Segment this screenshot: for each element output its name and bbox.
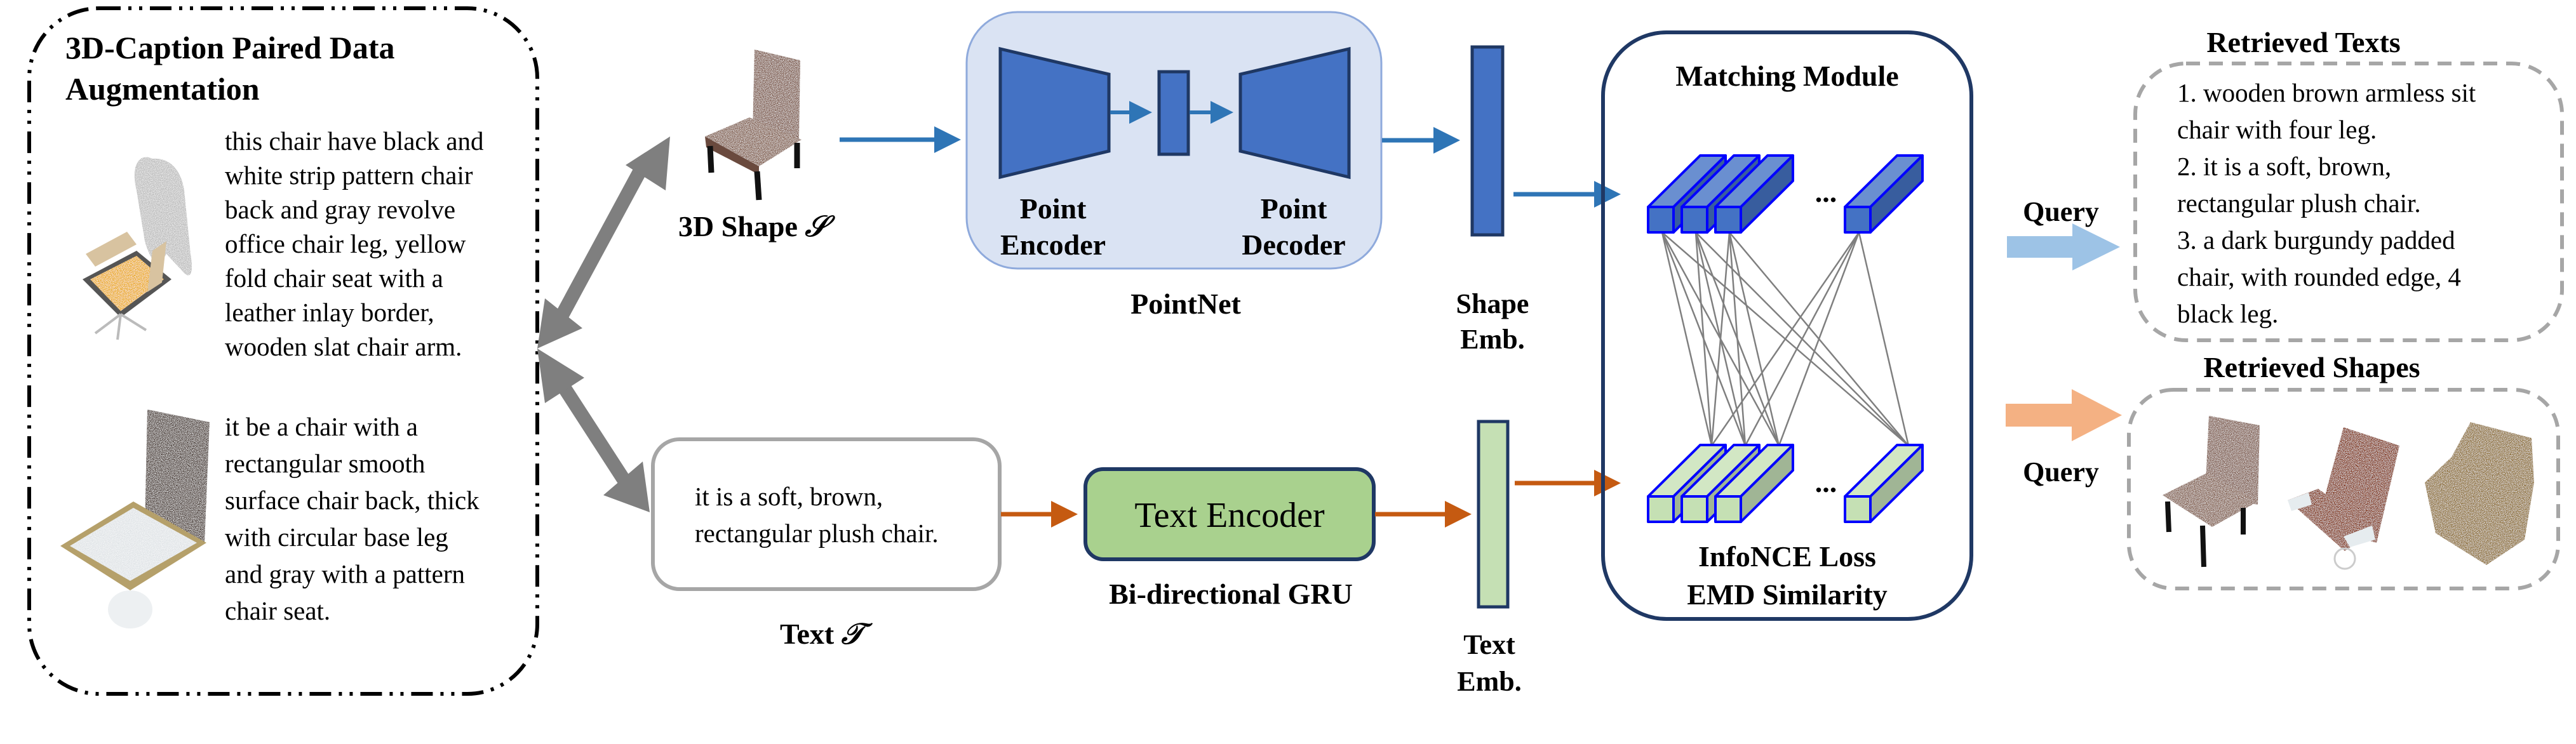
pointnet-caption: PointNet bbox=[1130, 288, 1241, 320]
caption-2-line-5: and gray with a pattern bbox=[225, 559, 465, 588]
shape-query-label: Query bbox=[2023, 456, 2099, 488]
matching-module-title: Matching Module bbox=[1675, 60, 1898, 92]
shape-emb-label-2: Emb. bbox=[1460, 324, 1524, 355]
retrieved-shapes-title: Retrieved Shapes bbox=[2203, 351, 2420, 383]
shape-features-ellipsis: ... bbox=[1815, 176, 1837, 208]
text-feature-cube bbox=[1714, 444, 1794, 523]
point-decoder-label-2: Decoder bbox=[1242, 229, 1345, 261]
augmentation-panel: 3D-Caption Paired Data Augmentation this… bbox=[27, 6, 539, 696]
matching-connection-line bbox=[1778, 232, 1860, 446]
point-encoder-label-1: Point bbox=[1020, 192, 1087, 225]
caption-2-line-1: it be a chair with a bbox=[225, 412, 418, 441]
matching-connection-line bbox=[1710, 232, 1860, 446]
retrieved-text-line-1: 1. wooden brown armless sit bbox=[2177, 78, 2476, 107]
shape-input-label: 3D Shape 𝒮 bbox=[678, 210, 835, 242]
caption-1-line-2: white strip pattern chair bbox=[225, 161, 473, 190]
cushion-chair-icon bbox=[60, 409, 210, 628]
caption-1-line-6: leather inlay border, bbox=[225, 298, 434, 327]
point-encoder-shape bbox=[998, 46, 1111, 180]
caption-2-line-3: surface chair back, thick bbox=[225, 486, 480, 515]
retrieved-texts-title: Retrieved Texts bbox=[2206, 26, 2400, 58]
retrieved-shape-3-icon bbox=[2425, 422, 2534, 565]
retrieved-texts-section: Retrieved Texts Query 1. wooden brown ar… bbox=[2007, 26, 2564, 342]
text-encoder-block: Text Encoder Bi-directional GRU bbox=[1083, 467, 1376, 610]
retrieved-shapes-box bbox=[2127, 388, 2560, 590]
retrieved-text-line-6: chair, with rounded edge, 4 bbox=[2177, 262, 2461, 291]
caption-1-line-3: back and gray revolve bbox=[225, 195, 455, 224]
retrieved-text-line-7: black leg. bbox=[2177, 299, 2278, 328]
retrieved-texts-box bbox=[2133, 62, 2564, 342]
matching-connection-line bbox=[1744, 232, 1860, 446]
caption-1-line-7: wooden slat chair arm. bbox=[225, 332, 462, 361]
matching-connection-line bbox=[1710, 232, 1731, 446]
caption-1-line-4: office chair leg, yellow bbox=[225, 229, 466, 258]
caption-2-line-2: rectangular smooth bbox=[225, 449, 425, 478]
text-embedding-bar bbox=[1477, 420, 1510, 609]
caption-1-line-1: this chair have black and bbox=[225, 126, 484, 156]
text-features-ellipsis: ... bbox=[1815, 466, 1837, 498]
double-arrow-to-text-icon bbox=[537, 349, 650, 512]
retrieved-text-line-4: rectangular plush chair. bbox=[2177, 189, 2421, 218]
matching-module-border bbox=[1601, 30, 1973, 621]
point-decoder-label-1: Point bbox=[1261, 192, 1327, 225]
retrieved-text-line-2: chair with four leg. bbox=[2177, 115, 2377, 144]
latent-code-bar bbox=[1157, 70, 1190, 156]
text-feature-cube bbox=[1844, 444, 1924, 523]
shape-feature-cube bbox=[1844, 154, 1924, 234]
retrieved-shape-1-icon bbox=[2163, 416, 2260, 568]
caption-2-line-4: with circular base leg bbox=[225, 522, 448, 552]
double-arrow-to-shape-icon bbox=[537, 136, 670, 349]
pointnet-block: Point Encoder Point Decoder PointNet bbox=[965, 11, 1383, 320]
infonce-loss-label: InfoNCE Loss bbox=[1698, 540, 1876, 573]
brown-chair-icon bbox=[705, 50, 802, 201]
augmentation-title-line-2: Augmentation bbox=[65, 71, 260, 107]
shape-feature-cubes bbox=[1647, 154, 1924, 234]
retrieved-text-line-3: 2. it is a soft, brown, bbox=[2177, 152, 2391, 181]
text-encoder-box bbox=[1083, 467, 1376, 561]
text-input-label: Text 𝒯 bbox=[780, 618, 873, 650]
text-input-box bbox=[651, 437, 1002, 591]
text-input-line-1: it is a soft, brown, bbox=[695, 482, 883, 511]
shape-feature-cube bbox=[1714, 154, 1794, 234]
emd-similarity-label: EMD Similarity bbox=[1687, 578, 1888, 611]
matching-module: Matching Module ... ... InfoNCE Loss EMD… bbox=[1601, 30, 1973, 621]
retrieved-text-line-5: 3. a dark burgundy padded bbox=[2177, 225, 2455, 255]
text-input: it is a soft, brown, rectangular plush c… bbox=[651, 437, 1002, 650]
point-encoder-label-2: Encoder bbox=[1000, 229, 1106, 261]
text-query-label: Query bbox=[2023, 196, 2099, 227]
text-emb-label-2: Emb. bbox=[1457, 666, 1521, 697]
matching-connection-line bbox=[1858, 232, 1910, 446]
shape-query-arrow-icon bbox=[2006, 389, 2122, 441]
retrieved-shapes-section: Retrieved Shapes Query bbox=[2006, 351, 2560, 590]
text-encoder-caption: Bi-directional GRU bbox=[1109, 578, 1353, 610]
text-encoder-label: Text Encoder bbox=[1134, 496, 1325, 535]
shape-emb-label-1: Shape bbox=[1456, 288, 1529, 319]
office-chair-icon bbox=[83, 157, 192, 340]
matching-connection-line bbox=[1694, 232, 1713, 446]
matching-connections bbox=[1661, 232, 1910, 446]
caption-1-line-5: fold chair seat with a bbox=[225, 263, 443, 293]
text-emb-label-1: Text bbox=[1463, 629, 1515, 660]
shape-input: 3D Shape 𝒮 bbox=[678, 50, 835, 242]
point-decoder-shape bbox=[1238, 46, 1351, 180]
text-feature-cubes bbox=[1647, 444, 1924, 523]
text-query-arrow-icon bbox=[2007, 223, 2120, 270]
augmentation-title-line-1: 3D-Caption Paired Data bbox=[65, 30, 395, 65]
augmentation-panel-border bbox=[27, 6, 539, 696]
pairing-arrows bbox=[537, 136, 670, 512]
shape-embedding-bar bbox=[1470, 45, 1505, 237]
matching-connection-line bbox=[1661, 232, 1713, 446]
matching-connection-line bbox=[1728, 232, 1780, 446]
matching-connection-line bbox=[1728, 232, 1747, 446]
caption-2-line-6: chair seat. bbox=[225, 596, 330, 625]
text-input-line-2: rectangular plush chair. bbox=[695, 519, 939, 548]
retrieved-shape-2-icon bbox=[2288, 427, 2399, 570]
